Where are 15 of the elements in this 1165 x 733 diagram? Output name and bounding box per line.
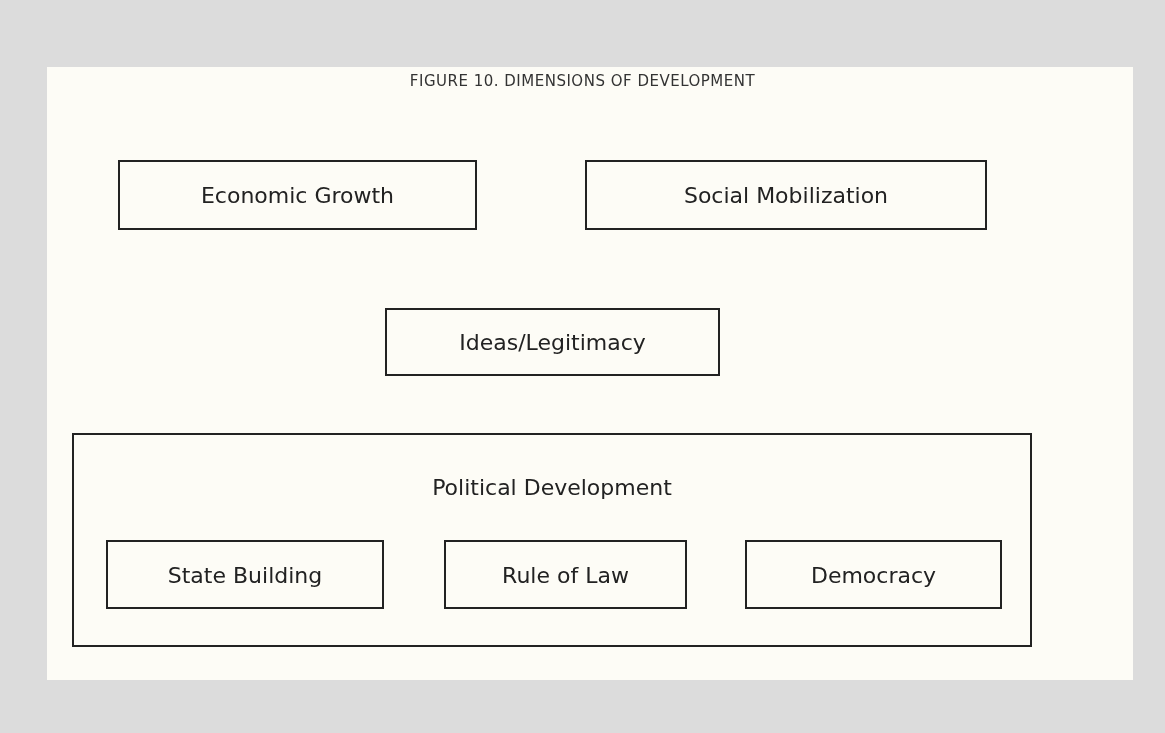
- concept-box: [745, 540, 1002, 609]
- concept-box: [118, 160, 477, 230]
- concept-box: [385, 308, 720, 376]
- box-label: Social Mobilization: [682, 182, 890, 208]
- box-label: Ideas/Legitimacy: [458, 329, 647, 355]
- box-label: Rule of Law: [501, 562, 630, 587]
- box-label: Economic Growth: [199, 182, 396, 208]
- group-box: [72, 433, 1032, 647]
- box-label: State Building: [166, 562, 324, 587]
- concept-box: [444, 540, 687, 609]
- figure-title: FIGURE 10. DIMENSIONS OF DEVELOPMENT: [408, 72, 757, 90]
- concept-box: [585, 160, 987, 230]
- concept-box: [106, 540, 384, 609]
- group-heading: Political Development: [431, 475, 673, 500]
- box-label: Democracy: [809, 562, 938, 587]
